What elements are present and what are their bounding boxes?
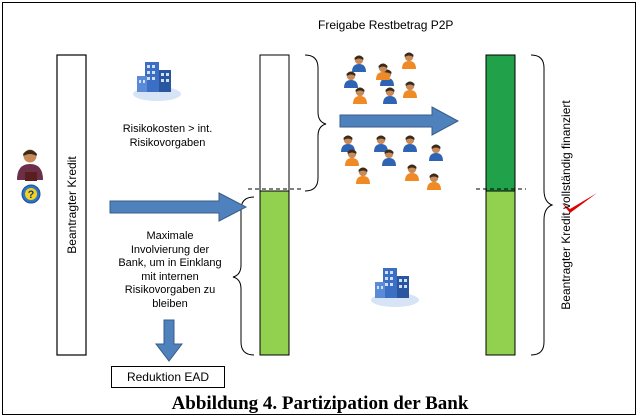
arrow-to-middle (109, 192, 248, 222)
question-icon: ? (21, 184, 41, 204)
building-icon (371, 268, 419, 307)
brace-lower-middle (232, 196, 255, 356)
arrow-to-right (339, 106, 460, 136)
middle-bar-bank-share (259, 190, 290, 356)
vollstaendig-finanziert-label: Beantragter Kredit vollständig finanzier… (559, 100, 573, 310)
risikokosten-label: Risikokosten > int. Risikovorgaben (100, 122, 235, 150)
maximale-line: Maximale (146, 230, 194, 242)
building-icon (133, 62, 181, 101)
svg-text:?: ? (28, 189, 35, 201)
maximale-line: Risikovorgaben zu (124, 284, 216, 296)
maximale-line: Involvierung der (130, 243, 210, 256)
figure-caption: Abbildung 4. Partizipation der Bank (171, 393, 469, 414)
reduktion-ead-box: Reduktion EAD (111, 366, 225, 388)
right-bar-bank-share (485, 190, 516, 356)
right-bar-p2p-share (485, 54, 516, 192)
requested-credit-bar (56, 54, 87, 356)
middle-bar-uncovered (259, 54, 290, 192)
diagram-frame (2, 2, 636, 415)
brace-right (530, 54, 554, 356)
arrow-down (154, 319, 184, 362)
person-icon (17, 149, 43, 181)
beantragter-kredit-label: Beantragter Kredit (65, 156, 79, 254)
investor-group-bottom (341, 135, 443, 190)
maximale-line: mit internen (141, 270, 199, 283)
maximale-line: Bank, um in Einklang (118, 257, 222, 269)
maximale-line: bleiben (152, 297, 188, 310)
freigabe-label: Freigabe Restbetrag P2P (318, 18, 454, 32)
maximale-involvierung-label: Maximale Involvierung der Bank, um in Ei… (105, 230, 235, 311)
investor-group-top (344, 52, 417, 104)
risikokosten-line: Risikovorgaben (129, 137, 206, 149)
brace-upper-middle (304, 54, 327, 192)
risikokosten-line: Risikokosten > int. (122, 123, 213, 135)
